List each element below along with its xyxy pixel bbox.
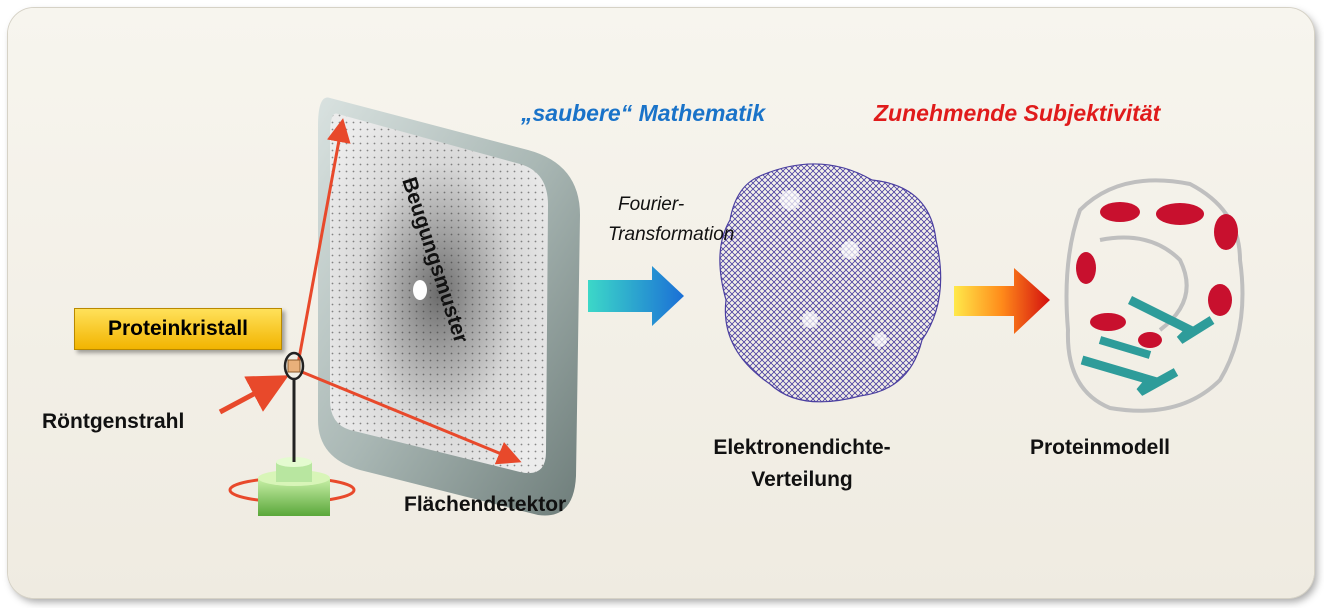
math-label: „saubere“ Mathematik	[521, 100, 766, 126]
subjectivity-arrow	[954, 268, 1050, 334]
base-upper	[276, 462, 312, 482]
goniometer	[228, 351, 356, 516]
subjectivity-label: Zunehmende Subjektivität	[874, 100, 1161, 126]
diffraction-rays	[218, 118, 522, 465]
ray-up	[296, 118, 351, 365]
crystal	[287, 359, 301, 373]
fourier-arrow	[588, 266, 684, 326]
density-mesh	[719, 163, 942, 403]
protein-model-label: Proteinmodell	[1030, 436, 1171, 459]
beta-sheet	[1080, 355, 1179, 396]
xray-label: Röntgenstrahl	[42, 410, 185, 433]
alpha-helices	[1076, 202, 1238, 348]
density-label-line2: Verteilung	[751, 468, 853, 491]
protein-crystal-box: Proteinkristall	[74, 308, 282, 350]
diffraction-spots	[330, 113, 548, 474]
area-detector-graphic	[318, 97, 580, 516]
ray-down	[301, 370, 522, 465]
protein-crystal-label: Proteinkristall	[107, 317, 249, 340]
beam-stop	[413, 280, 427, 300]
protein-model-graphic	[1064, 178, 1245, 413]
density-label-line1: Elektronendichte-	[713, 436, 891, 459]
electron-density-graphic	[719, 163, 942, 403]
backbone	[1064, 178, 1245, 413]
xray-arrow	[218, 375, 289, 415]
loop	[283, 351, 305, 381]
area-detector-label: Flächendetektor	[404, 493, 567, 516]
fourier-label-line1: Fourier-	[618, 194, 685, 215]
fourier-label-line2: Transformation	[608, 224, 735, 245]
